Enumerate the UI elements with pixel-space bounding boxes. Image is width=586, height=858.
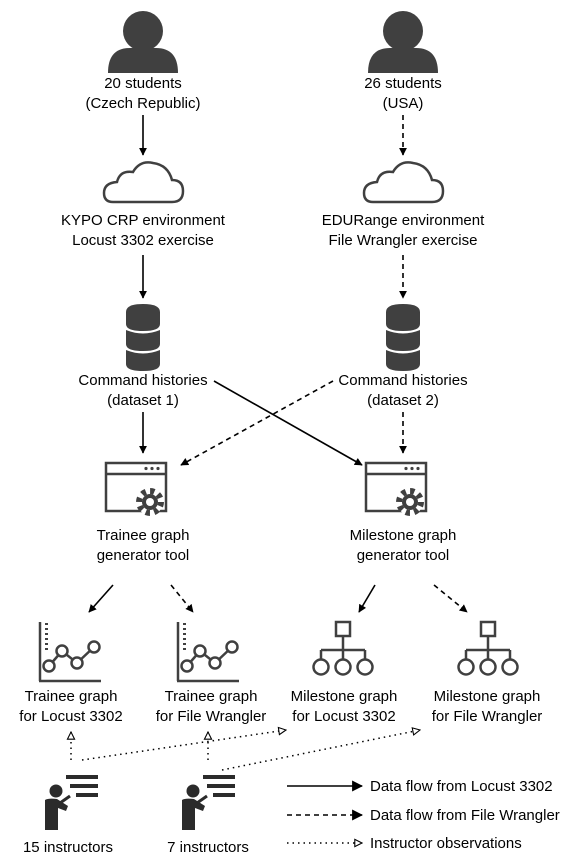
usa-students-country: (USA) [383, 95, 424, 112]
usa-students-count: 26 students [364, 75, 442, 92]
student-group-czech-icon [108, 11, 178, 73]
flow-arrow-dataset1-to-milestone-tool [213, 380, 363, 466]
dataset1-title: Command histories [78, 372, 207, 389]
instructors-group1-label: 15 instructors [23, 839, 113, 856]
trainee-tool-title: Trainee graph [97, 527, 190, 544]
milestone-tool-icon [364, 461, 428, 516]
trainee-graph-wrangler-subtitle: for File Wrangler [156, 708, 267, 725]
czech-students-country: (Czech Republic) [85, 95, 200, 112]
kypo-exercise-name: Locust 3302 exercise [72, 232, 214, 249]
milestone-graph-wrangler-subtitle: for File Wrangler [432, 708, 543, 725]
milestone-graph-locust-title: Milestone graph [291, 688, 398, 705]
flow-arrow-milestone-tool-to-locust-graph [358, 584, 376, 613]
cloud-icon-kypo [102, 161, 185, 204]
kypo-environment-name: KYPO CRP environment [61, 212, 226, 229]
legend-dashed-label: Data flow from File Wrangler [370, 807, 560, 824]
edurange-environment-name: EDURange environment [322, 212, 485, 229]
student-group-usa-icon [368, 11, 438, 73]
trainee-tool-icon [104, 461, 168, 516]
trainee-graph-wrangler-title: Trainee graph [165, 688, 258, 705]
instructor-icon-group2 [182, 775, 235, 830]
observation-arrow-7-to-milestone-wrangler [221, 730, 420, 771]
edurange-exercise-name: File Wrangler exercise [329, 232, 478, 249]
milestone-tool-title: Milestone graph [350, 527, 457, 544]
legend-solid-label: Data flow from Locust 3302 [370, 778, 553, 795]
trainee-graph-locust-icon [38, 622, 101, 683]
czech-students-count: 20 students [104, 75, 182, 92]
trainee-tool-subtitle: generator tool [97, 547, 190, 564]
dataset1-label: (dataset 1) [107, 392, 179, 409]
database-icon-dataset2 [386, 304, 420, 371]
instructors-group2-label: 7 instructors [167, 839, 249, 856]
dataset2-title: Command histories [338, 372, 467, 389]
observation-arrow-15-to-milestone-locust [81, 730, 286, 761]
milestone-tool-subtitle: generator tool [357, 547, 450, 564]
trainee-graph-locust-title: Trainee graph [25, 688, 118, 705]
trainee-graph-locust-subtitle: for Locust 3302 [19, 708, 122, 725]
milestone-graph-locust-subtitle: for Locust 3302 [292, 708, 395, 725]
flow-arrow-dataset2-to-trainee-tool [180, 380, 334, 466]
flow-arrow-milestone-tool-to-wrangler-graph [433, 584, 468, 613]
database-icon-dataset1 [126, 304, 160, 371]
trainee-graph-wrangler-icon [176, 622, 239, 683]
milestone-graph-wrangler-title: Milestone graph [434, 688, 541, 705]
flow-arrow-trainee-tool-to-locust-graph [88, 584, 114, 613]
dataset2-label: (dataset 2) [367, 392, 439, 409]
cloud-icon-edurange [362, 161, 445, 204]
flow-arrow-trainee-tool-to-wrangler-graph [170, 584, 194, 613]
milestone-graph-locust-icon [312, 620, 374, 676]
legend-dotted-label: Instructor observations [370, 835, 522, 852]
instructor-icon-group1 [45, 775, 98, 830]
milestone-graph-wrangler-icon [457, 620, 519, 676]
legend: Data flow from Locust 3302 Data flow fro… [287, 778, 560, 852]
